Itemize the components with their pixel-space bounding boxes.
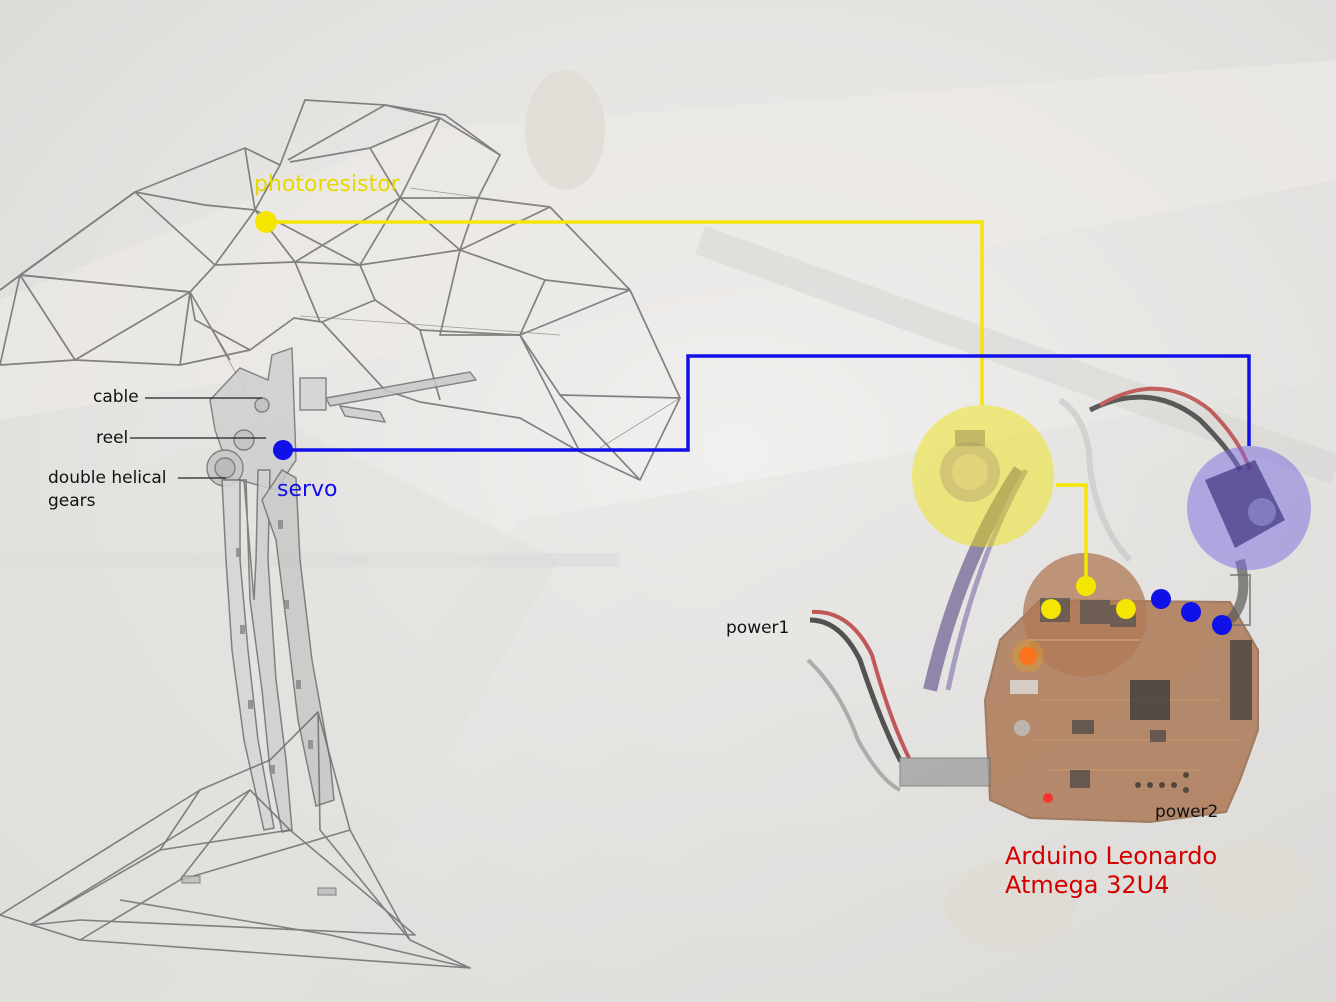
photoresistor-connection-dots — [255, 211, 1136, 619]
board-pin-yellow-2 — [1041, 599, 1061, 619]
sensor-cables — [923, 386, 1252, 692]
photoresistor-dot — [255, 211, 277, 233]
arduino-board-icon — [983, 553, 1259, 824]
servo-wire — [283, 354, 1251, 452]
photoresistor-label: photoresistor — [254, 172, 400, 197]
lamp-base-slots — [181, 875, 337, 896]
board-pin-yellow-3 — [1116, 599, 1136, 619]
board-pin-blue-1 — [1151, 589, 1171, 609]
photoresistor-sensor-icon — [912, 405, 1054, 547]
cable-label: cable — [93, 387, 139, 407]
board-label-line1: Arduino Leonardo — [1005, 842, 1218, 870]
gears-label-line1: double helical — [48, 468, 167, 488]
servo-board-wire — [1222, 574, 1251, 626]
servo-motor-icon — [1187, 446, 1311, 570]
reel-label: reel — [96, 428, 129, 448]
photoresistor-wire — [266, 220, 1088, 586]
board-label-line2: Atmega 32U4 — [1005, 871, 1170, 899]
board-pin-blue-2 — [1181, 602, 1201, 622]
gears-label-line2: gears — [48, 491, 96, 511]
servo-connection-dots — [273, 440, 1232, 635]
board-pin-yellow-1 — [1076, 576, 1096, 596]
lamp-base-wireframe — [0, 711, 471, 969]
leader-lines — [130, 397, 266, 479]
servo-label: servo — [277, 477, 338, 502]
board-pin-blue-3 — [1212, 615, 1232, 635]
lamp-shade-wireframe — [0, 99, 681, 481]
lamp-arm-holes — [236, 520, 313, 774]
servo-dot — [273, 440, 293, 460]
power-cable-1 — [806, 609, 991, 792]
power2-label: power2 — [1155, 802, 1219, 822]
power1-label: power1 — [726, 618, 790, 638]
